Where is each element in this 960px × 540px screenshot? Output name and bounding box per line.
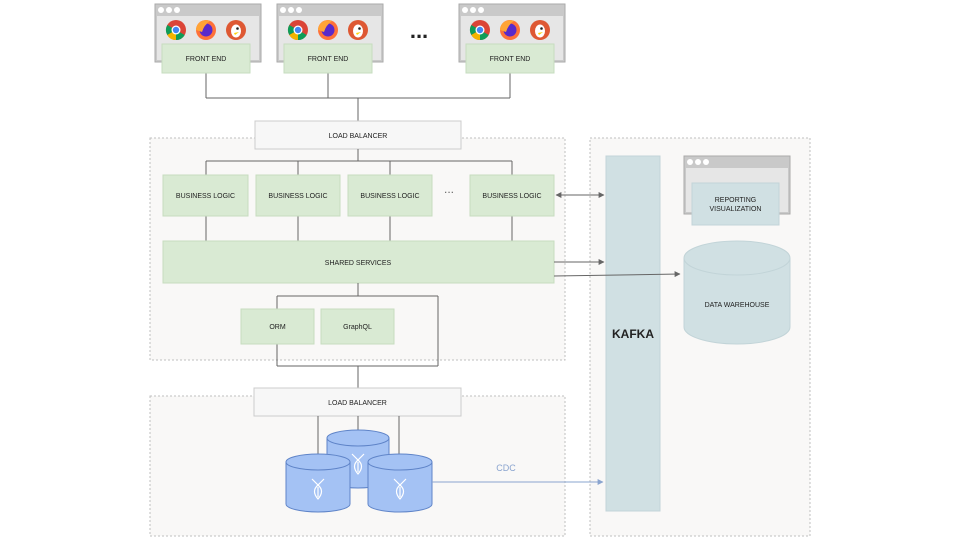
orm-graphql-connectors	[276, 283, 439, 388]
frontend-box	[283, 43, 373, 74]
shared-services-box	[162, 240, 555, 284]
shared-services-warehouse-arrow	[553, 271, 681, 278]
frontend-label: FRONT END	[308, 56, 349, 63]
chrome-icon	[287, 20, 308, 41]
data-warehouse-cylinder: DATA WAREHOUSE	[683, 240, 791, 345]
business-logic-label: BUSINESS LOGIC	[176, 193, 235, 200]
reporting-box	[691, 182, 780, 226]
kafka-box	[605, 155, 661, 512]
database-cylinder	[285, 453, 351, 513]
firefox-icon	[500, 20, 520, 40]
orm-box	[240, 308, 315, 345]
kafka-label: KAFKA	[612, 327, 654, 341]
duckduckgo-icon	[226, 20, 246, 40]
business-logic-label: BUSINESS LOGIC	[482, 193, 541, 200]
clients-ellipsis: ...	[410, 18, 428, 43]
reporting-label-line1: REPORTING	[715, 197, 757, 204]
bottom-load-balancer-box	[253, 387, 462, 417]
window-dots	[280, 7, 302, 13]
client-connectors	[205, 73, 511, 121]
window-dots	[687, 159, 709, 165]
business-logic-box	[162, 174, 249, 217]
chrome-icon	[469, 20, 490, 41]
chrome-icon	[165, 20, 186, 41]
duckduckgo-icon	[348, 20, 368, 40]
window-dots	[158, 7, 180, 13]
firefox-icon	[196, 20, 216, 40]
data-warehouse-label: DATA WAREHOUSE	[705, 302, 770, 309]
business-logic-label: BUSINESS LOGIC	[268, 193, 327, 200]
frontend-label: FRONT END	[490, 56, 531, 63]
client-browser-2: FRONT END	[276, 3, 384, 74]
top-load-balancer-label: LOAD BALANCER	[329, 133, 388, 140]
orm-label: ORM	[269, 324, 286, 331]
business-logic-box	[469, 174, 555, 217]
business-logic-ellipsis: ...	[444, 182, 454, 196]
client-browser-3: FRONT END	[458, 3, 566, 74]
business-logic-box	[347, 174, 433, 217]
database-logo-icon	[311, 478, 325, 500]
graphql-box	[320, 308, 395, 345]
duckduckgo-icon	[530, 20, 550, 40]
top-load-balancer-box	[254, 120, 462, 150]
cdc-label: CDC	[496, 463, 516, 473]
business-logic-label: BUSINESS LOGIC	[360, 193, 419, 200]
frontend-box	[465, 43, 555, 74]
business-logic-connectors	[205, 149, 513, 241]
database-cylinder	[367, 453, 433, 513]
database-logo-icon	[393, 478, 407, 500]
window-dots	[462, 7, 484, 13]
client-browser-1: FRONT END	[154, 3, 262, 74]
shared-services-label: SHARED SERVICES	[325, 260, 392, 267]
reporting-window: REPORTING VISUALIZATION	[683, 155, 791, 226]
bottom-load-balancer-label: LOAD BALANCER	[328, 400, 387, 407]
firefox-icon	[318, 20, 338, 40]
graphql-label: GraphQL	[343, 324, 372, 331]
business-logic-box	[255, 174, 341, 217]
database-connectors	[317, 416, 400, 456]
frontend-label: FRONT END	[186, 56, 227, 63]
reporting-label-line2: VISUALIZATION	[710, 206, 762, 213]
frontend-box	[161, 43, 251, 74]
database-logo-icon	[351, 453, 365, 475]
